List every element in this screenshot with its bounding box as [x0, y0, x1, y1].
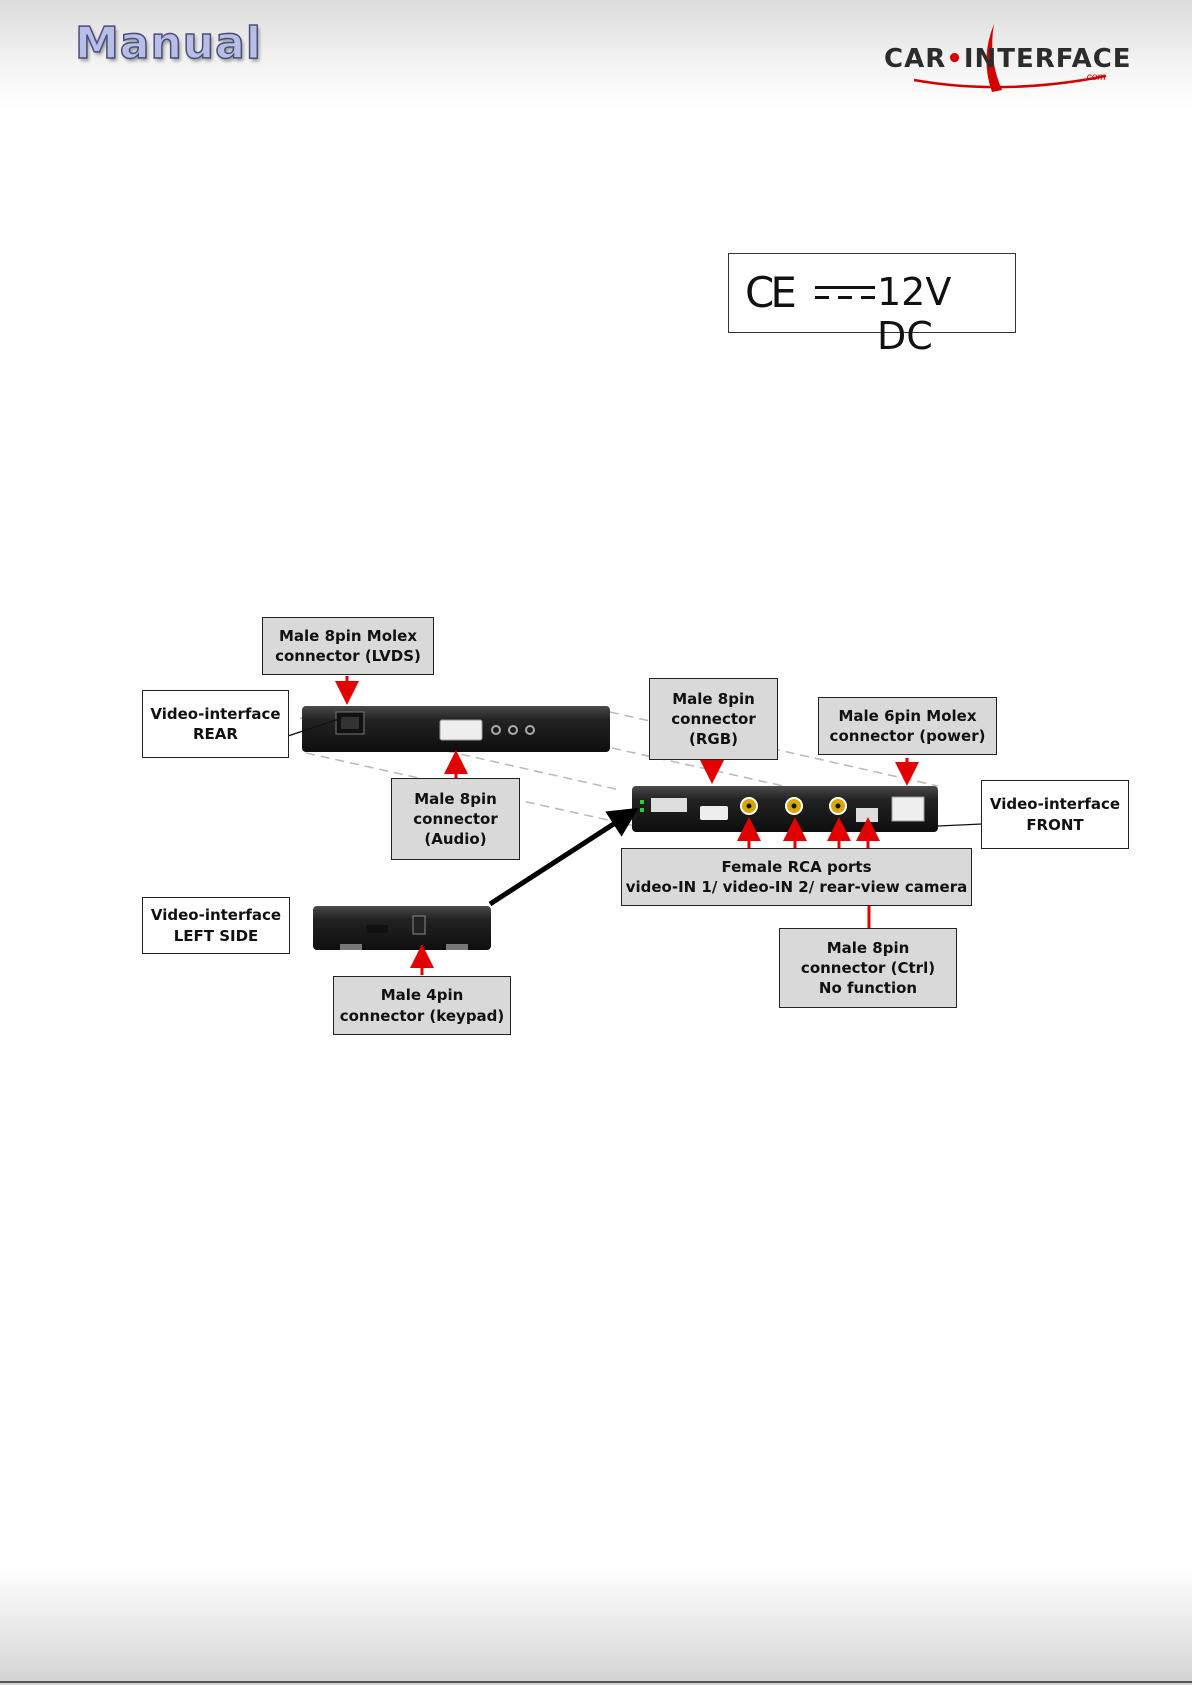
device-left-side-view [313, 906, 491, 950]
label-audio-connector: Male 8pin connector (Audio) [391, 778, 520, 860]
label-lvds-connector: Male 8pin Molex connector (LVDS) [262, 617, 434, 675]
page-footer [0, 1565, 1192, 1685]
device-front-view [632, 786, 938, 832]
label-rgb-connector: Male 8pin connector (RGB) [649, 678, 778, 760]
label-video-interface-rear: Video-interface REAR [142, 690, 289, 758]
car-interface-logo: CAR•INTERFACE .com [884, 18, 1131, 102]
ce-mark: CE [745, 268, 797, 317]
red-pointer-arrows [335, 676, 919, 975]
label-video-interface-front: Video-interface FRONT [981, 780, 1129, 849]
voltage-rating: 12V DC [877, 270, 952, 358]
dc-symbol-icon [815, 282, 875, 304]
label-keypad-connector: Male 4pin connector (keypad) [333, 976, 511, 1035]
label-rca-ports: Female RCA ports video-IN 1/ video-IN 2/… [621, 848, 972, 906]
label-ctrl-connector: Male 8pin connector (Ctrl) No function [779, 928, 957, 1008]
footer-rule [0, 1681, 1192, 1683]
label-power-connector: Male 6pin Molex connector (power) [818, 697, 997, 755]
leader-lines [287, 717, 983, 827]
label-video-interface-left-side: Video-interface LEFT SIDE [142, 897, 290, 954]
rotation-arrow [488, 807, 639, 907]
device-rear-view [302, 706, 610, 752]
logo-wordmark: CAR•INTERFACE [884, 44, 1132, 74]
ce-12v-dc-marking: CE 12V DC [728, 253, 1016, 358]
manual-title: Manual [74, 17, 262, 70]
logo-domain-suffix: .com [1084, 72, 1106, 83]
